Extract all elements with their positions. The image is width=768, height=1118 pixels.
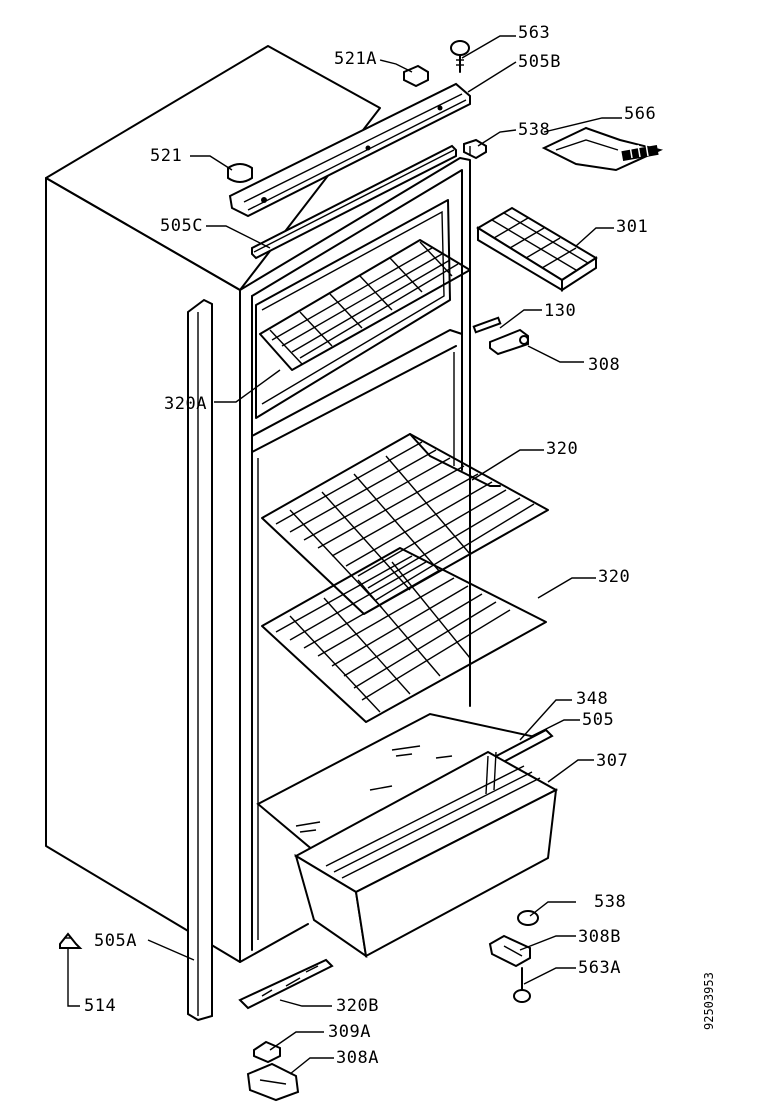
callout-320-lower: 320 — [598, 567, 631, 587]
foot-514 — [59, 932, 83, 949]
screw-563A — [513, 967, 531, 1003]
callout-514: 514 — [84, 996, 117, 1016]
freezer-shelf — [259, 239, 471, 371]
ice-scraper — [541, 126, 664, 172]
crisper-drawer — [293, 750, 559, 959]
callout-538-bottom: 538 — [594, 892, 627, 912]
top-hinge-bar — [228, 82, 471, 218]
callout-521: 521 — [150, 146, 183, 166]
callout-505A: 505A — [94, 931, 137, 951]
cabinet-body — [45, 45, 471, 963]
callout-308A: 308A — [336, 1048, 379, 1068]
hinge-cap-521A — [403, 64, 429, 88]
bushing-538-bottom — [517, 910, 539, 926]
callout-505C: 505C — [160, 216, 203, 236]
callout-308B: 308B — [578, 927, 621, 947]
screw-563 — [450, 40, 470, 73]
ice-cube-tray — [476, 206, 598, 292]
latch-308 — [489, 328, 529, 356]
callout-307: 307 — [596, 751, 629, 771]
callout-566: 566 — [624, 104, 657, 124]
callout-320B: 320B — [336, 996, 379, 1016]
wire-shelf-upper — [261, 433, 549, 615]
latch-130 — [472, 316, 502, 334]
callout-563A: 563A — [578, 958, 621, 978]
callout-308: 308 — [588, 355, 621, 375]
callout-130: 130 — [544, 301, 577, 321]
callout-348: 348 — [576, 689, 609, 709]
leader-lines — [67, 35, 622, 1075]
hinge-308B — [488, 934, 531, 968]
document-number: 92503953 — [702, 972, 716, 1030]
door-gasket-strip — [187, 298, 213, 1022]
callout-505: 505 — [582, 710, 615, 730]
callout-301: 301 — [616, 217, 649, 237]
front-strip — [251, 144, 457, 260]
hinge-308A — [246, 1062, 300, 1102]
callout-538-top: 538 — [518, 120, 551, 140]
cap-521 — [227, 163, 253, 183]
callout-563: 563 — [518, 23, 551, 43]
callout-505B: 505B — [518, 52, 561, 72]
callout-521A: 521A — [334, 49, 377, 69]
bracket-320B — [238, 958, 334, 1010]
wire-shelf-lower — [261, 547, 547, 723]
callout-320-upper: 320 — [546, 439, 579, 459]
callout-320A: 320A — [164, 394, 207, 414]
callout-309A: 309A — [328, 1022, 371, 1042]
